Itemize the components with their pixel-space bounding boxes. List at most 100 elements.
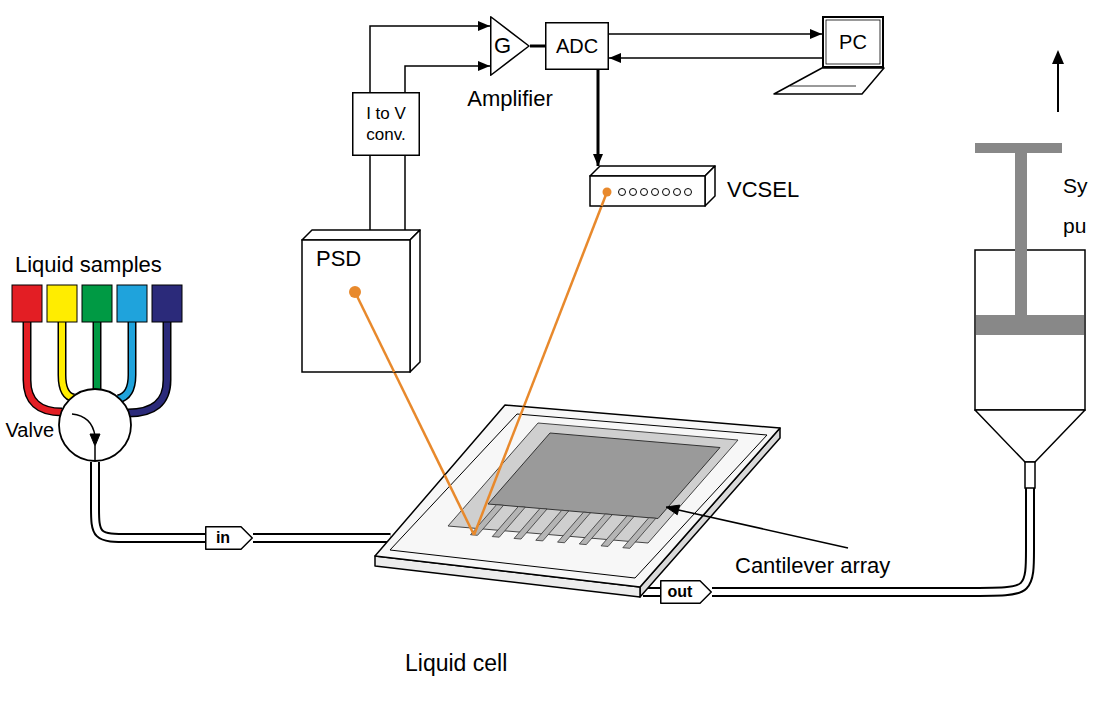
yellow-tube — [62, 322, 74, 398]
laptop-screen — [823, 17, 883, 67]
keyboard-line — [790, 86, 856, 87]
plunger-rod — [1015, 153, 1027, 316]
vcsel-top — [590, 166, 715, 176]
device-label: VCSEL — [727, 177, 799, 203]
device-label: Valve — [5, 418, 54, 442]
emitter-dot — [685, 189, 692, 196]
box-side — [410, 230, 420, 372]
wire-line — [404, 156, 406, 240]
sample-bottle — [152, 285, 182, 322]
converter-box: I to V conv. — [352, 92, 420, 156]
emitter-dot — [641, 189, 648, 196]
leader-line — [679, 510, 849, 548]
valve-arrow-head — [90, 434, 100, 446]
part-label: Cantilever array — [735, 553, 890, 579]
amplifier-symbol — [491, 17, 529, 76]
light-spot — [349, 286, 361, 298]
wire-connector — [609, 58, 822, 59]
amplifier-triangle: GAmplifier — [490, 16, 530, 76]
psd-detector: PSD — [302, 240, 410, 372]
wire-connector — [609, 34, 822, 35]
vcsel-front — [590, 176, 705, 206]
sample-bottles — [12, 285, 182, 322]
active-emitter — [603, 188, 612, 197]
leader-arrow-head — [666, 505, 680, 515]
flow-arrow: in — [205, 526, 253, 550]
wire-line — [609, 33, 822, 35]
valve-flow-arrow — [72, 414, 95, 436]
emitter-dot — [674, 189, 681, 196]
flow-label: out — [660, 580, 700, 604]
red-tube — [27, 322, 62, 412]
tube-core — [253, 535, 391, 541]
vcsel-source-outline — [590, 166, 705, 206]
sample-bottle — [82, 285, 112, 322]
laser-beam — [474, 407, 524, 535]
beam-line — [524, 206, 602, 407]
converter-box-outline — [352, 92, 420, 156]
flow-arrow-outline — [661, 581, 712, 604]
sample-bottle — [47, 285, 77, 322]
box-label: ADC — [545, 34, 609, 58]
blue-tube — [118, 322, 132, 399]
tube-outline — [93, 322, 102, 392]
beam-connector — [394, 372, 445, 475]
amplifier-label: Amplifier — [430, 86, 590, 112]
pull-arrow — [1052, 50, 1064, 112]
box-outline — [546, 23, 609, 70]
gain-symbol: G — [494, 33, 511, 59]
screen-label: PC — [822, 30, 884, 54]
tube-outline — [27, 322, 62, 412]
tube-outline — [118, 322, 132, 399]
emitter-dot — [652, 189, 659, 196]
beam-connector — [524, 206, 602, 407]
flow-arrow-outline — [206, 527, 253, 550]
box-outline — [353, 93, 420, 156]
syringe-pump: Sy pu — [975, 250, 1085, 488]
sample-bottle — [12, 285, 42, 322]
tube-core — [712, 488, 1030, 592]
valve-outlet — [94, 446, 96, 461]
flow-arrow: out — [660, 580, 712, 604]
emitter-dot — [663, 189, 670, 196]
wire-line — [609, 57, 822, 59]
cantilever — [623, 518, 656, 549]
green-tube — [94, 322, 100, 392]
laser-beam — [355, 292, 394, 372]
wire-connector — [405, 156, 406, 240]
connectors — [95, 26, 1030, 592]
liquid-cell: Liquid cell — [370, 395, 785, 610]
bus-line — [530, 45, 545, 48]
plunger-handle — [975, 143, 1062, 153]
tube-core — [95, 462, 205, 538]
cantilever-chip — [488, 433, 720, 519]
tube-connector — [712, 488, 1030, 592]
box-top — [302, 230, 420, 240]
valve-body — [59, 389, 131, 461]
bus-connector — [530, 46, 545, 47]
beam-line — [394, 372, 445, 475]
cell-rim — [390, 414, 767, 578]
vcsel-source: VCSEL — [590, 166, 705, 206]
syringe-barrel — [975, 250, 1085, 410]
syringe-cone — [975, 410, 1085, 462]
tube-outline — [95, 462, 205, 538]
vcsel-side — [705, 166, 715, 206]
laptop-base — [774, 68, 884, 94]
syringe-nozzle — [1025, 462, 1035, 488]
box-label: I to V conv. — [352, 103, 420, 146]
valve-outline — [58, 388, 132, 462]
laser-beam — [445, 475, 474, 535]
bus-connector — [598, 70, 599, 166]
pull-arrow-head — [1052, 50, 1064, 64]
device-label: Sy pu — [1063, 166, 1091, 246]
tube-outline — [128, 322, 167, 413]
device-label: PSD — [316, 246, 361, 272]
sample-bottle — [117, 285, 147, 322]
device-label: Liquid cell — [405, 650, 507, 676]
part-label: Liquid samples — [15, 252, 162, 278]
plunger-piston — [976, 315, 1084, 335]
tube-outline — [62, 322, 74, 398]
tube-outline — [712, 488, 1030, 592]
